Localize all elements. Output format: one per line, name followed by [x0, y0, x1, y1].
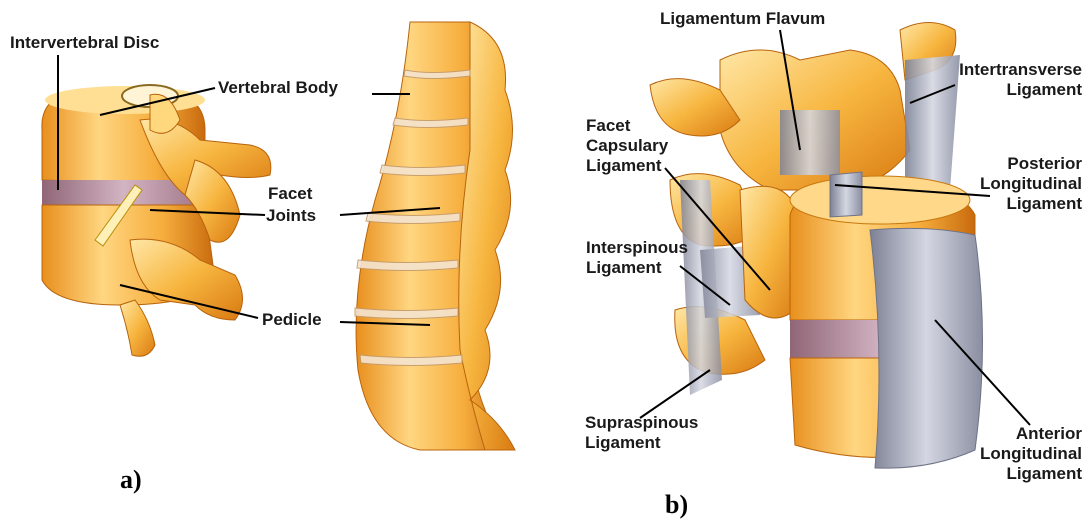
- vertebral-body-b-top: [790, 176, 970, 224]
- label-posterior-line3: Ligament: [960, 194, 1082, 214]
- ligamentum-flavum-b: [780, 110, 840, 175]
- label-anterior-line2: Longitudinal: [960, 444, 1082, 464]
- label-facet-capsulary-ligament: Facet Capsulary Ligament: [586, 116, 668, 176]
- label-facet-capsulary-line3: Ligament: [586, 156, 668, 176]
- label-supraspinous-line1: Supraspinous: [585, 413, 698, 433]
- label-facet-capsulary-line2: Capsulary: [586, 136, 668, 156]
- label-joints: Joints: [266, 206, 316, 226]
- label-intervertebral-disc: Intervertebral Disc: [10, 33, 159, 53]
- panel-b-tag: b): [665, 490, 688, 520]
- panel-a-spinal-column: [355, 22, 515, 450]
- label-anterior-longitudinal-ligament: Anterior Longitudinal Ligament: [960, 424, 1082, 484]
- panel-a-tag: a): [120, 465, 142, 495]
- label-anterior-line1: Anterior: [960, 424, 1082, 444]
- transverse-process-lower: [130, 239, 243, 320]
- label-vertebral-body: Vertebral Body: [218, 78, 338, 98]
- label-intertransverse-ligament: Intertransverse Ligament: [920, 60, 1082, 100]
- spinous-process-lower: [120, 300, 155, 356]
- label-supraspinous-ligament: Supraspinous Ligament: [585, 413, 698, 453]
- label-posterior-line1: Posterior: [960, 154, 1082, 174]
- label-facet-capsulary-line1: Facet: [586, 116, 668, 136]
- label-pedicle: Pedicle: [262, 310, 322, 330]
- label-interspinous-line1: Interspinous: [586, 238, 688, 258]
- label-intertransverse-line2: Ligament: [920, 80, 1082, 100]
- label-anterior-line3: Ligament: [960, 464, 1082, 484]
- label-posterior-line2: Longitudinal: [960, 174, 1082, 194]
- panel-a-vertebrae: [42, 85, 271, 356]
- label-supraspinous-line2: Ligament: [585, 433, 698, 453]
- label-facet: Facet: [268, 184, 312, 204]
- label-intertransverse-line1: Intertransverse: [920, 60, 1082, 80]
- label-interspinous-line2: Ligament: [586, 258, 688, 278]
- label-posterior-longitudinal-ligament: Posterior Longitudinal Ligament: [960, 154, 1082, 214]
- label-interspinous-ligament: Interspinous Ligament: [586, 238, 688, 278]
- label-ligamentum-flavum: Ligamentum Flavum: [660, 9, 825, 29]
- posterior-longitudinal-ligament-b: [830, 172, 862, 217]
